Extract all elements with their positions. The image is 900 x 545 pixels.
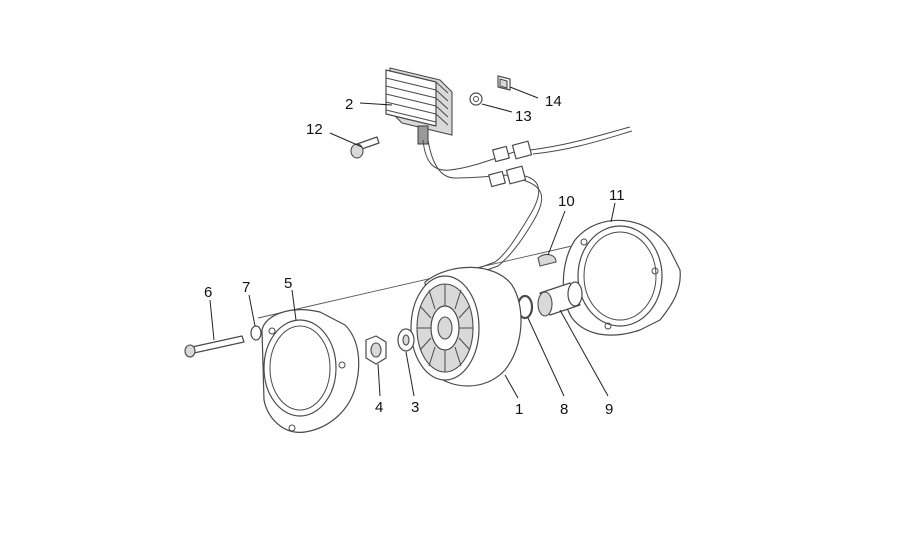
callout-5: 5	[284, 275, 292, 292]
callout-11: 11	[609, 187, 625, 204]
part-6-long-bolt	[184, 335, 245, 358]
callout-6: 6	[204, 284, 212, 301]
callout-12: 12	[306, 121, 323, 138]
callout-7: 7	[242, 279, 250, 296]
callout-4: 4	[375, 399, 383, 416]
callout-2: 2	[345, 96, 353, 113]
callout-1: 1	[515, 401, 523, 418]
callout-10: 10	[558, 193, 575, 210]
callout-13: 13	[515, 108, 532, 125]
wiring-harness	[422, 126, 633, 277]
leader-lines	[209, 86, 616, 399]
part-2-voltage-regulator	[385, 67, 453, 145]
part-7-washer	[250, 325, 262, 341]
part-9-spacer	[537, 281, 583, 317]
part-10-key	[537, 253, 557, 267]
callout-14: 14	[545, 93, 562, 110]
part-1-stator	[410, 266, 522, 387]
part-11-rear-cover	[562, 219, 681, 336]
callout-3: 3	[411, 399, 419, 416]
part-5-front-cover	[261, 309, 360, 433]
part-14-clip	[497, 75, 511, 91]
assembly-axis	[257, 242, 586, 319]
callout-8: 8	[560, 401, 568, 418]
part-12-regulator-bolt	[350, 136, 380, 159]
callout-9: 9	[605, 401, 613, 418]
part-4-nut	[365, 335, 387, 365]
callout-numbers: 1 2 3 4 5 6 7 8 9 10 11 12 13 14	[204, 93, 625, 418]
part-13-washer	[469, 92, 483, 106]
